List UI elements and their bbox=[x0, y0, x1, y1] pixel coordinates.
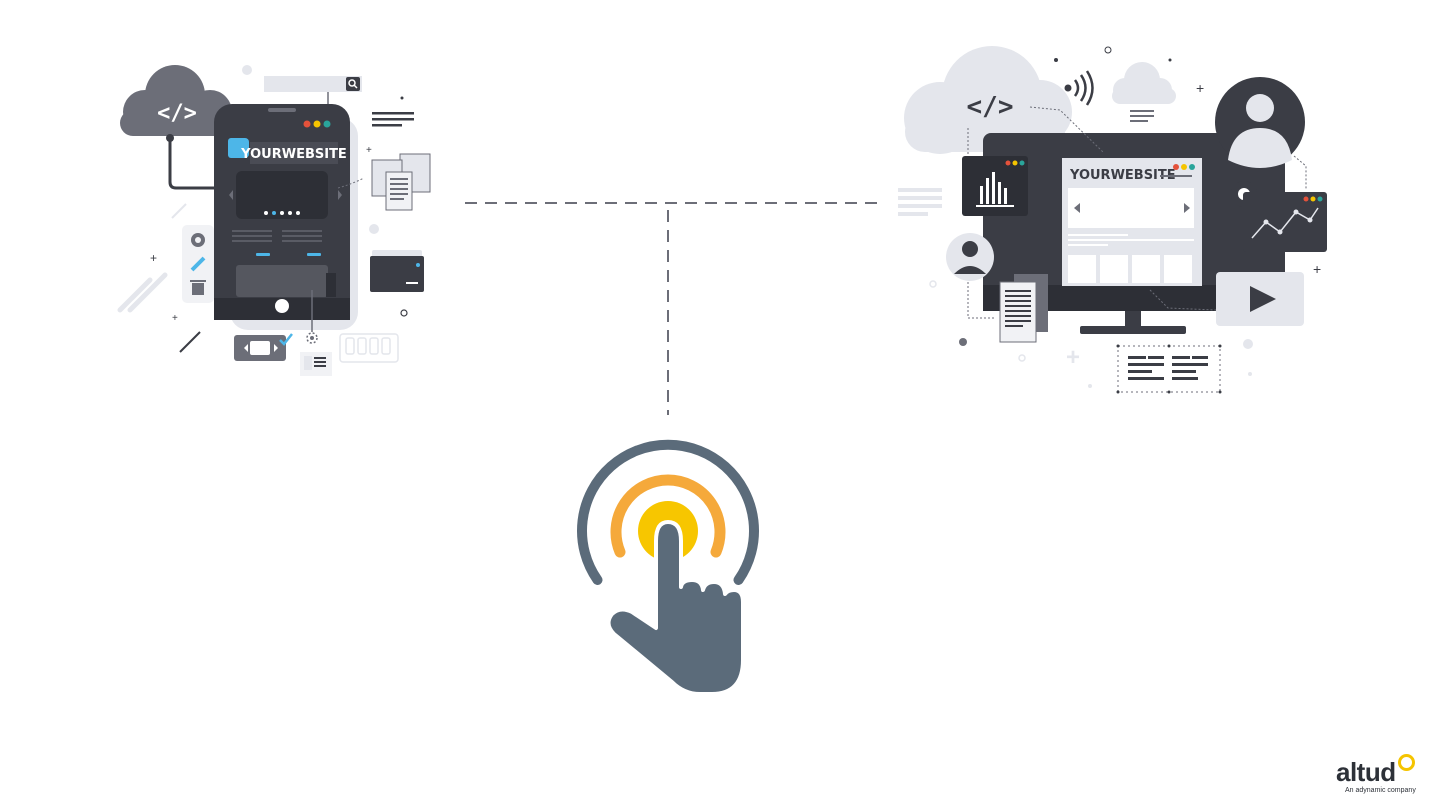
gear-icon bbox=[191, 233, 205, 247]
trash-icon bbox=[190, 280, 206, 295]
desktop-site-title: YOURWEBSITE bbox=[1069, 168, 1176, 183]
brand-logo: altud bbox=[1336, 754, 1415, 787]
desktop-illustration: </> YOURWEBSITE bbox=[898, 46, 1327, 394]
user-avatar-icon bbox=[1215, 77, 1305, 168]
home-button bbox=[275, 299, 289, 313]
svg-text:+: + bbox=[1196, 80, 1204, 96]
bar-chart-icon bbox=[962, 156, 1028, 216]
line-chart-icon bbox=[1243, 192, 1327, 252]
cloud-code-icon: </> bbox=[120, 65, 235, 136]
tap-hand-icon bbox=[577, 439, 759, 696]
user-avatar-icon bbox=[946, 233, 994, 281]
svg-text:+: + bbox=[1066, 344, 1080, 371]
play-icon bbox=[1216, 272, 1304, 326]
brand-tagline: An adynamic company bbox=[1345, 787, 1416, 794]
svg-text:+: + bbox=[150, 251, 157, 265]
search-icon bbox=[348, 79, 356, 87]
search-bar bbox=[264, 76, 362, 106]
folder-icon bbox=[370, 250, 424, 292]
brand-name: altud bbox=[1336, 757, 1396, 787]
mobile-illustration: </> YOURWEBSITE bbox=[117, 65, 431, 376]
logo-dot-icon bbox=[1397, 754, 1415, 771]
document-icon bbox=[999, 274, 1048, 343]
envelope-icon bbox=[234, 333, 293, 361]
svg-text:+: + bbox=[172, 313, 178, 324]
wifi-signal-icon bbox=[1064, 70, 1094, 106]
svg-text:+: + bbox=[366, 145, 372, 156]
connector-lines bbox=[465, 202, 878, 415]
mobile-site-title: YOURWEBSITE bbox=[240, 147, 347, 162]
pencil-icon bbox=[190, 256, 206, 272]
desktop-code-tag: </> bbox=[967, 92, 1014, 122]
document-icon bbox=[371, 153, 431, 211]
mobile-code-tag: </> bbox=[157, 101, 197, 126]
svg-text:+: + bbox=[1313, 261, 1321, 277]
